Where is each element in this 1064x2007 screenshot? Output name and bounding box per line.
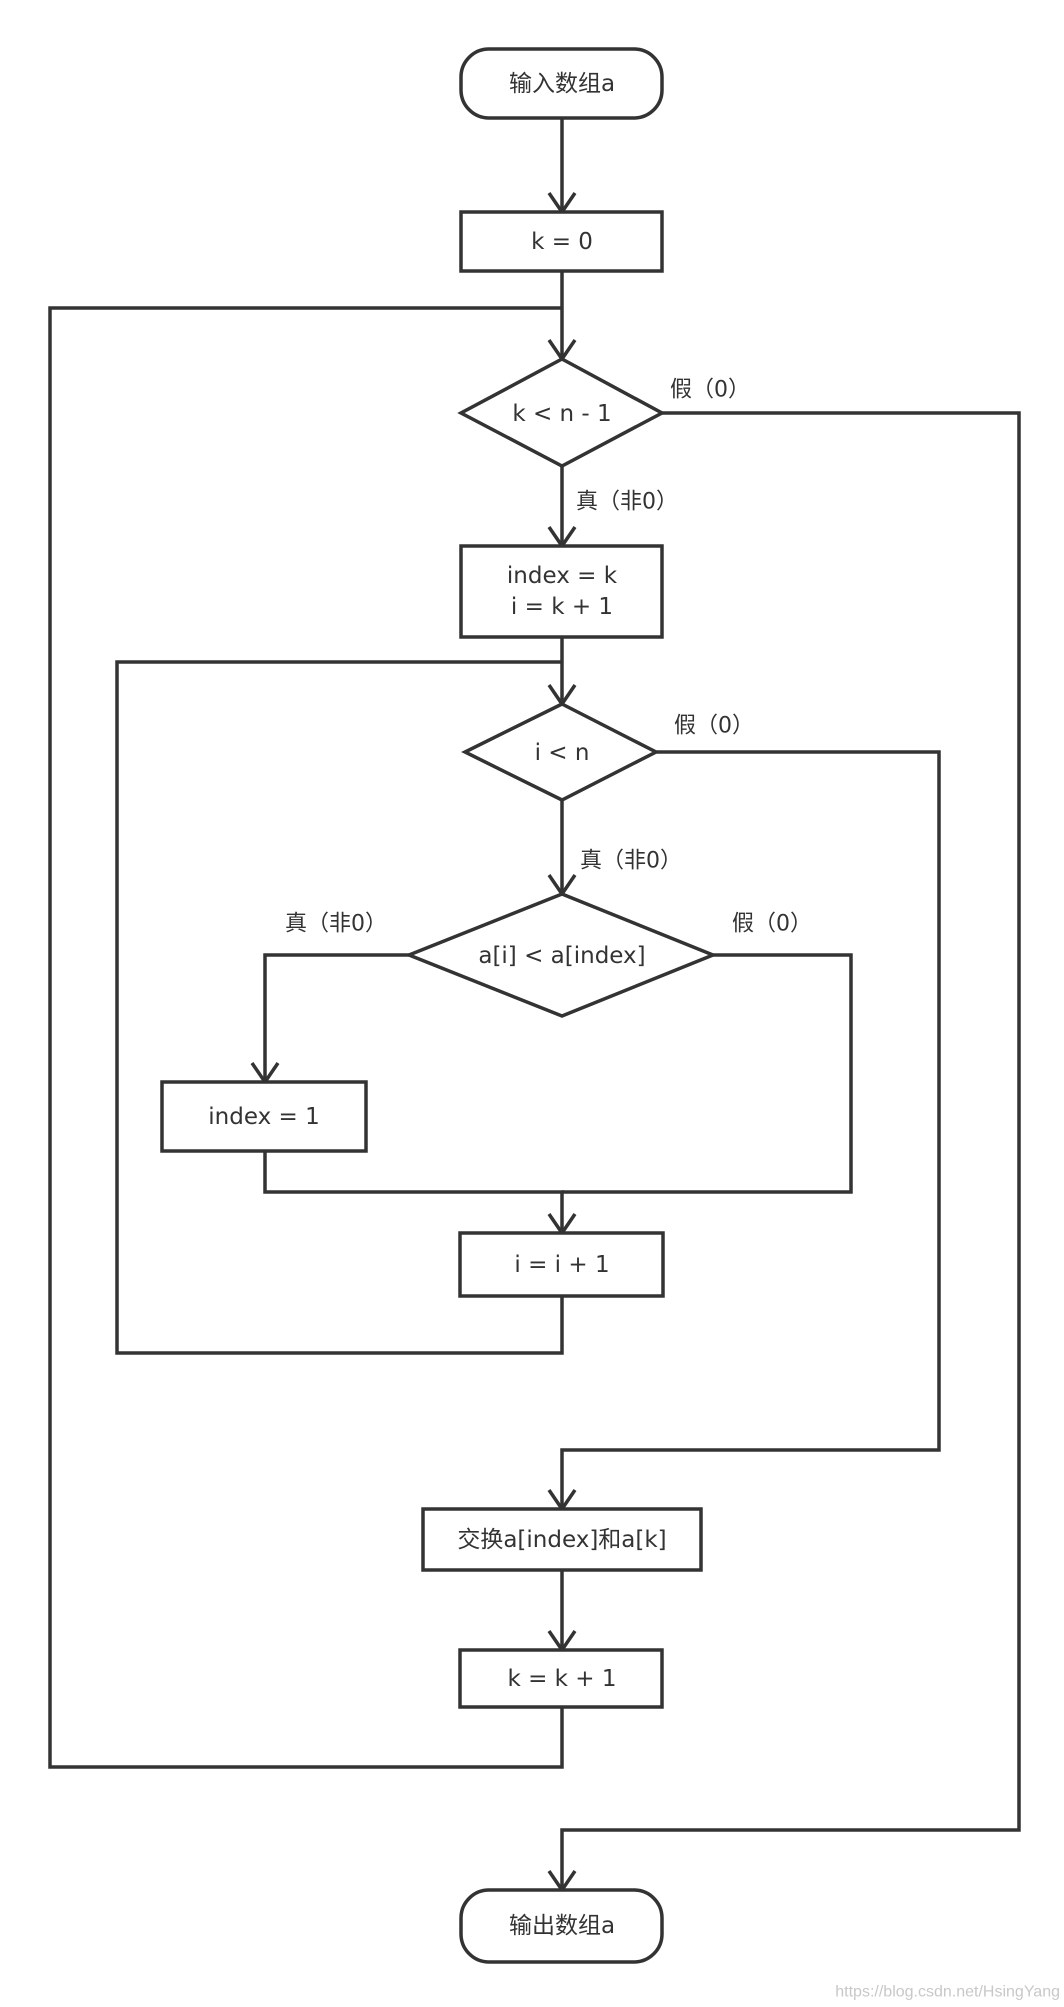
node-end-text: 输出数组a	[509, 1913, 615, 1939]
node-init-k: k = 0	[459, 210, 664, 273]
label-compare-true: 真（非0）	[285, 912, 387, 937]
node-start: 输入数组a	[459, 47, 664, 120]
node-inc-k-text: k = k + 1	[507, 1666, 616, 1692]
node-swap-text: 交换a[index]和a[k]	[457, 1527, 666, 1553]
node-cond-outer-text: k < n - 1	[512, 401, 611, 427]
node-cond-compare-text: a[i] < a[index]	[478, 943, 645, 969]
node-assign-index-text: index = 1	[208, 1104, 319, 1130]
node-inc-i-text: i = i + 1	[514, 1252, 609, 1278]
edge-compare-true	[263, 953, 409, 1082]
edge-outer-false-to-end	[560, 411, 1021, 1890]
node-init-index-text-2: i = k + 1	[511, 594, 613, 620]
node-cond-inner-text: i < n	[535, 740, 590, 766]
edge-compare-false	[562, 953, 853, 1194]
watermark: https://blog.csdn.net/HsingYang	[835, 1984, 1060, 2001]
label-outer-true: 真（非0）	[576, 490, 678, 515]
node-start-text: 输入数组a	[509, 71, 615, 97]
node-swap: 交换a[index]和a[k]	[421, 1507, 703, 1572]
label-compare-false: 假（0）	[732, 912, 812, 937]
edge-inner-loop-back	[115, 660, 564, 1355]
node-end: 输出数组a	[459, 1888, 664, 1964]
connectors	[48, 118, 1021, 1890]
node-cond-inner: i < n	[461, 702, 660, 802]
label-outer-false: 假（0）	[670, 378, 750, 403]
node-inc-k: k = k + 1	[458, 1648, 664, 1709]
edge-outer-loop-back	[48, 306, 564, 1769]
edge-inner-false-to-swap	[560, 750, 941, 1509]
node-init-k-text: k = 0	[531, 229, 593, 255]
node-cond-compare: a[i] < a[index]	[404, 892, 718, 1018]
label-inner-false: 假（0）	[674, 714, 754, 739]
node-assign-index: index = 1	[160, 1080, 368, 1153]
edge-assign-to-merge	[263, 1151, 564, 1233]
node-inc-i: i = i + 1	[458, 1231, 665, 1298]
node-init-index: index = k i = k + 1	[459, 544, 664, 639]
node-init-index-text-1: index = k	[507, 563, 618, 589]
label-inner-true: 真（非0）	[580, 849, 682, 874]
node-cond-outer: k < n - 1	[457, 357, 666, 468]
